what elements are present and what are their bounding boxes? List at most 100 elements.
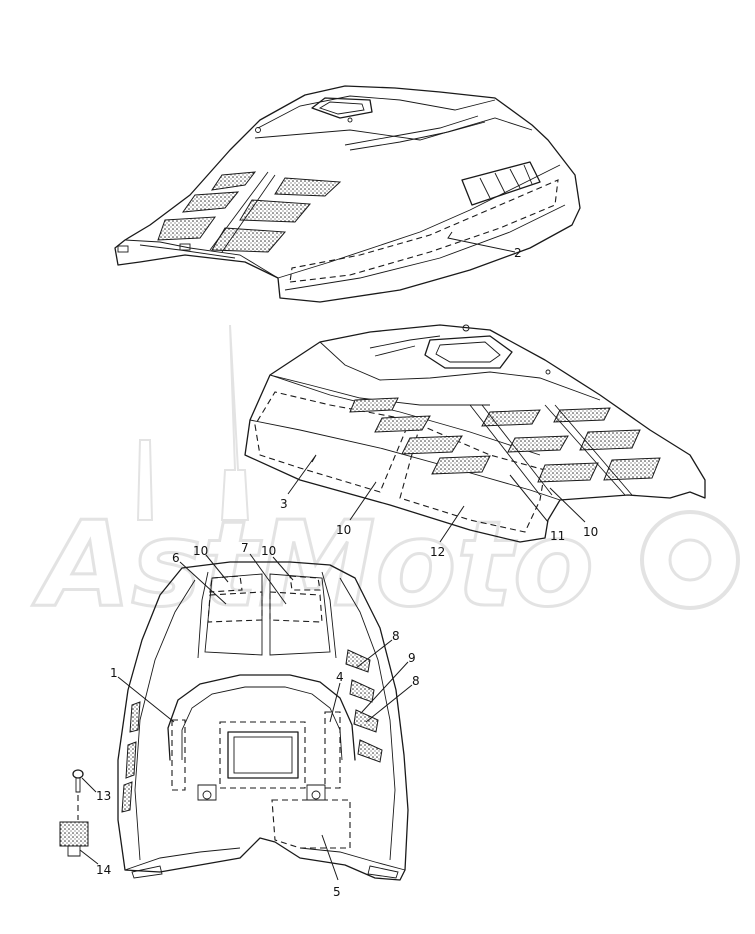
hood-top-outline <box>114 85 581 303</box>
hood-bot-louvre-1 <box>345 649 371 673</box>
hood-mid-mesh-3 <box>401 435 463 455</box>
leader-3 <box>287 454 317 495</box>
hood-top-ridge <box>257 95 496 129</box>
hood-mid-mesh-10 <box>603 457 661 481</box>
callout-9: 9 <box>408 651 416 665</box>
hood-top-vent-divider <box>209 171 276 253</box>
callout-14: 12 <box>430 545 445 559</box>
callout-15: 13 <box>96 789 111 803</box>
leader-15 <box>81 777 97 793</box>
hood-mid-mesh-6 <box>507 435 569 453</box>
hood-bot-mount-bracket-1 <box>197 784 217 801</box>
mesh-insert-tab <box>67 846 81 857</box>
hood-view-top: 2 <box>114 85 581 303</box>
callout-16: 14 <box>96 863 111 877</box>
hood-mid-vent <box>424 335 513 369</box>
hood-top-louvre <box>461 161 541 206</box>
callout-4: 4 <box>336 670 344 684</box>
callout-8b: 8 <box>412 674 420 688</box>
hood-top-mesh-2 <box>181 191 240 213</box>
hood-mid-mesh-8 <box>553 407 611 423</box>
leader-1 <box>117 676 175 723</box>
hood-bot-louvre-4 <box>357 739 383 763</box>
callout-7: 7 <box>241 541 249 555</box>
hood-top-mesh-1 <box>210 171 257 191</box>
hood-bot-mount-1 <box>202 790 212 800</box>
hood-bot-inner-contour <box>134 579 196 861</box>
callout-8a: 8 <box>392 629 400 643</box>
hood-mid-mesh-9 <box>579 429 641 451</box>
callout-2: 2 <box>514 246 522 260</box>
leader-16 <box>79 849 99 865</box>
hood-mid-side-crease <box>269 374 541 456</box>
callout-10a: 10 <box>193 544 208 558</box>
hood-top-spine <box>254 117 533 141</box>
callout-12: 10 <box>336 523 351 537</box>
hood-top-decal-dashed <box>289 179 559 283</box>
hood-mid-vent-divider <box>469 404 633 496</box>
hood-mid-ridge <box>319 341 601 401</box>
mesh-insert-16 <box>59 821 89 857</box>
hood-top-fastener-3 <box>179 243 191 251</box>
hood-mid-fastener-1 <box>462 324 470 332</box>
hood-top-swoosh-2 <box>349 121 486 151</box>
hood-bot-inner-contour-2 <box>339 577 396 861</box>
hood-bot-louvre-l3 <box>121 781 133 813</box>
hood-bot-slot-1 <box>131 865 163 879</box>
hood-mid-side-panel <box>249 419 561 501</box>
hood-mid-decal-dashed-1 <box>254 391 411 493</box>
hood-mid-vent-inner <box>435 341 501 363</box>
callout-3: 3 <box>280 497 288 511</box>
leader-13 <box>509 474 549 523</box>
leader-8b <box>365 684 413 723</box>
hood-mid-fastener-2 <box>545 369 551 375</box>
hood-bot-louvre-l2 <box>125 741 137 779</box>
hood-bot-center-window-inner <box>233 736 293 774</box>
leader-7 <box>249 553 287 605</box>
leader-10a <box>205 554 229 583</box>
hood-bot-decal-4 <box>324 711 341 789</box>
hood-mid-mesh-5 <box>481 409 541 427</box>
hood-mid-ridge-2 <box>269 374 490 406</box>
hood-bot-decal-10a <box>209 575 243 593</box>
mesh-insert <box>59 821 89 847</box>
hood-bot-center-right <box>321 571 337 659</box>
callout-1: 1 <box>110 666 118 680</box>
hood-bot-front-lip <box>124 847 406 871</box>
hood-bot-center-left <box>197 571 209 659</box>
callout-13: 11 <box>550 529 565 543</box>
callout-6: 6 <box>172 551 180 565</box>
hood-bot-louvre-l1 <box>129 701 141 733</box>
hood-top-mesh-3 <box>157 216 217 241</box>
bolt-head <box>72 769 84 779</box>
hood-bot-arch <box>167 674 356 761</box>
hood-mid-vent-swoosh <box>369 335 441 357</box>
hood-top-fastener-1 <box>255 127 261 133</box>
hood-mid-mesh-1 <box>349 397 399 413</box>
hood-top-swoosh <box>344 115 479 146</box>
leader-11 <box>549 487 586 523</box>
hood-bot-mount-bracket-2 <box>306 784 326 801</box>
watermark-wheel-hub <box>668 538 712 582</box>
hood-top-mesh-5 <box>239 199 312 223</box>
leader-6 <box>179 561 227 605</box>
hood-mid-mesh-7 <box>537 462 599 483</box>
hood-bot-louvre-3 <box>353 709 379 733</box>
bolt-shank <box>75 778 81 793</box>
leader-14 <box>439 505 465 543</box>
hood-top-mesh-4 <box>274 177 342 197</box>
leader-9 <box>361 661 409 713</box>
hood-top-fastener-4 <box>117 245 129 253</box>
hood-bot-slot-2 <box>367 865 399 879</box>
callout-10b: 10 <box>261 544 276 558</box>
hood-bot-arch-inner <box>181 686 343 761</box>
leader-10b <box>272 556 294 581</box>
hood-bot-decal-7 <box>269 591 323 623</box>
hood-bot-center-box <box>219 721 306 789</box>
leader-2 <box>447 231 516 253</box>
hood-bot-outline <box>117 561 409 881</box>
leader-5 <box>321 834 339 881</box>
hood-view-middle: 3 10 12 11 10 <box>244 324 706 559</box>
hood-top-vent <box>311 97 373 119</box>
